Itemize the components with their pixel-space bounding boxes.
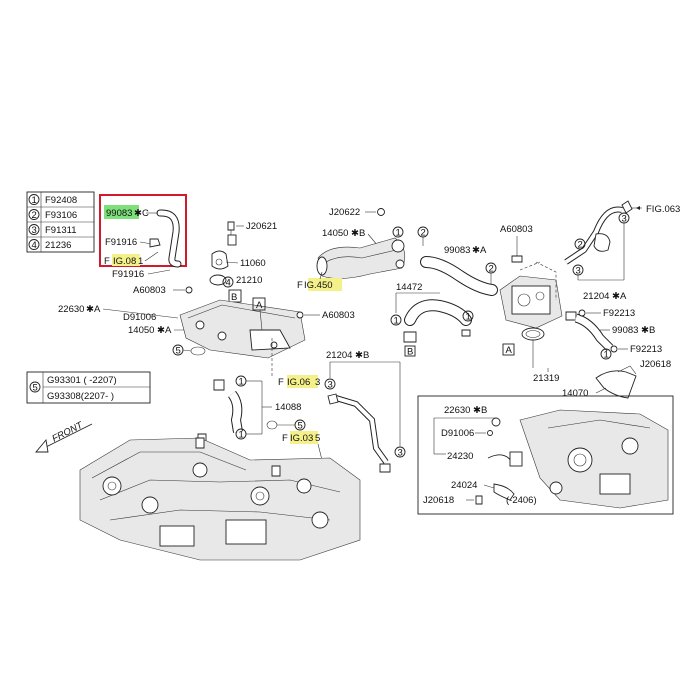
callout-2-a: 2 bbox=[421, 228, 426, 239]
part-14050-b: 14050 bbox=[322, 228, 348, 239]
legend-code-3: F91311 bbox=[45, 225, 77, 236]
upper-water-pipe: J20622 14050 ✱B 1 F IG.450 bbox=[297, 207, 406, 291]
part-99083-a-suffix: ✱A bbox=[472, 245, 487, 256]
part-a60803-1: A60803 bbox=[133, 285, 166, 296]
engine-block bbox=[79, 437, 361, 561]
fig-450-prefix: F bbox=[297, 280, 303, 291]
ref-box-b-2: B bbox=[407, 347, 413, 358]
part-14050-a: 14050 bbox=[128, 325, 154, 336]
callout-1-e: 1 bbox=[239, 377, 244, 388]
callout-2-b: 2 bbox=[489, 264, 494, 275]
fastener-legend: 1 2 3 4 F92408 F93106 F91311 21236 bbox=[26, 191, 95, 253]
part-a60803-3: A60803 bbox=[500, 224, 533, 235]
callout-5-b: 5 bbox=[298, 421, 303, 432]
part-22630: 22630 bbox=[58, 304, 84, 315]
legend-num-3: 3 bbox=[32, 225, 37, 236]
part-99083-b-suffix: ✱B bbox=[641, 325, 655, 336]
legend-num-2: 2 bbox=[32, 210, 37, 221]
part-21204-a: 21204 bbox=[583, 291, 609, 302]
part-f92213-1: F92213 bbox=[603, 308, 635, 319]
part-f91916-2: F91916 bbox=[112, 269, 144, 280]
part-14050-b-suffix: ✱B bbox=[351, 228, 365, 239]
inset-detail: 22630 ✱B D91006 24230 24024 J20618 (-240… bbox=[417, 395, 674, 515]
callout-3-c: 3 bbox=[328, 380, 333, 391]
center-hoses: 2 99083 ✱A 2 14472 1 1 B bbox=[390, 226, 498, 358]
part-99083-c-number: 99083 bbox=[106, 208, 132, 219]
callout-3-d: 3 bbox=[398, 448, 403, 459]
part-22630-b-suffix: ✱B bbox=[473, 405, 487, 416]
callout-3-b: 3 bbox=[576, 266, 581, 277]
part-21210: 21210 bbox=[236, 275, 262, 286]
legend-code-4: 21236 bbox=[45, 240, 71, 251]
legend-code-1: F92408 bbox=[45, 195, 77, 206]
part-99083-a: 99083 bbox=[444, 245, 470, 256]
ref-box-b-1: B bbox=[231, 292, 237, 303]
part-d91006-2: D91006 bbox=[441, 428, 474, 439]
seal-legend: 5 G93301 ( -2207) G93308(2207- ) bbox=[26, 371, 151, 404]
fig-035-prefix: F bbox=[282, 433, 288, 444]
ref-box-a-2: A bbox=[506, 345, 513, 356]
fig-063-ref[interactable]: IG.06 bbox=[287, 377, 310, 388]
part-99083-b: 99083 bbox=[612, 325, 638, 336]
part-14070: 14070 bbox=[562, 388, 588, 399]
callout-2-c: 2 bbox=[578, 240, 583, 251]
part-22630-suffix: ✱A bbox=[86, 304, 101, 315]
fig-063-top-ref[interactable]: FIG.063 bbox=[646, 204, 680, 215]
part-22630-b: 22630 bbox=[444, 405, 470, 416]
part-14050-a-suffix: ✱A bbox=[157, 325, 172, 336]
part-a60803-2: A60803 bbox=[322, 310, 355, 321]
fig-08-suffix: 1 bbox=[138, 256, 143, 267]
callout-1-a: 1 bbox=[396, 228, 401, 239]
legend-num-4: 4 bbox=[32, 240, 37, 251]
fig-063-prefix: F bbox=[278, 377, 284, 388]
crossover-pipe: A A60803 5 bbox=[172, 297, 355, 359]
callout-4: 4 bbox=[226, 278, 231, 289]
part-24230: 24230 bbox=[447, 451, 473, 462]
part-j20618-1: J20618 bbox=[640, 359, 671, 370]
legend5-row-2: G93308(2207- ) bbox=[47, 391, 114, 402]
part-d91006-1: D91006 bbox=[123, 312, 156, 323]
callout-5: 5 bbox=[176, 346, 181, 357]
part-14472: 14472 bbox=[396, 282, 422, 293]
fig-08-ref[interactable]: IG.08 bbox=[113, 256, 136, 267]
part-j20618-2: J20618 bbox=[423, 495, 454, 506]
part-21319: 21319 bbox=[533, 373, 559, 384]
part-j20622: J20622 bbox=[329, 207, 360, 218]
front-indicator: FRONT bbox=[35, 419, 93, 453]
fig-450-ref[interactable]: IG.450 bbox=[304, 280, 333, 291]
callout-1-f: 1 bbox=[239, 430, 244, 441]
fig-035-suffix: 5 bbox=[315, 433, 320, 444]
note-date-range: (-2406) bbox=[506, 495, 537, 506]
legend-num-5: 5 bbox=[33, 383, 38, 394]
highlighted-hose-callout: 99083 ✱C bbox=[99, 194, 187, 268]
part-f92213-2: F92213 bbox=[630, 344, 662, 355]
far-right-pipes: FIG.063 3 2 3 21204 ✱A F92213 99083 ✱B F… bbox=[562, 200, 680, 399]
part-99083-c-suffix: ✱C bbox=[134, 208, 149, 219]
part-j20621: J20621 bbox=[246, 221, 277, 232]
legend5-row-1: G93301 ( -2207) bbox=[47, 375, 117, 386]
callout-1-d: 1 bbox=[604, 350, 609, 361]
right-valve-body: A60803 A 21319 bbox=[499, 224, 563, 384]
fig-08-prefix: F bbox=[104, 256, 110, 267]
part-f91916-1: F91916 bbox=[105, 237, 137, 248]
front-label: FRONT bbox=[50, 419, 85, 444]
callout-3-a: 3 bbox=[622, 214, 627, 225]
part-21204-a-suffix: ✱A bbox=[612, 291, 627, 302]
part-21204-b-suffix: ✱B bbox=[355, 350, 369, 361]
fig-063-suffix: 3 bbox=[315, 377, 320, 388]
part-21204-b: 21204 bbox=[326, 350, 352, 361]
fig-035-ref[interactable]: IG.03 bbox=[290, 433, 313, 444]
part-14088: 14088 bbox=[275, 402, 301, 413]
part-11060: 11060 bbox=[240, 258, 266, 269]
callout-1-b: 1 bbox=[394, 316, 399, 327]
thermostat-cluster: J20621 11060 21210 4 B bbox=[209, 221, 277, 303]
lower-middle-hoses: 1 1 14088 5 21204 ✱B 3 F IG.06 3 3 F bbox=[197, 338, 406, 473]
part-24024: 24024 bbox=[451, 480, 477, 491]
ref-box-a-1: A bbox=[256, 300, 263, 311]
callout-1-c: 1 bbox=[466, 312, 471, 323]
legend-num-1: 1 bbox=[32, 195, 37, 206]
legend-code-2: F93106 bbox=[45, 210, 77, 221]
